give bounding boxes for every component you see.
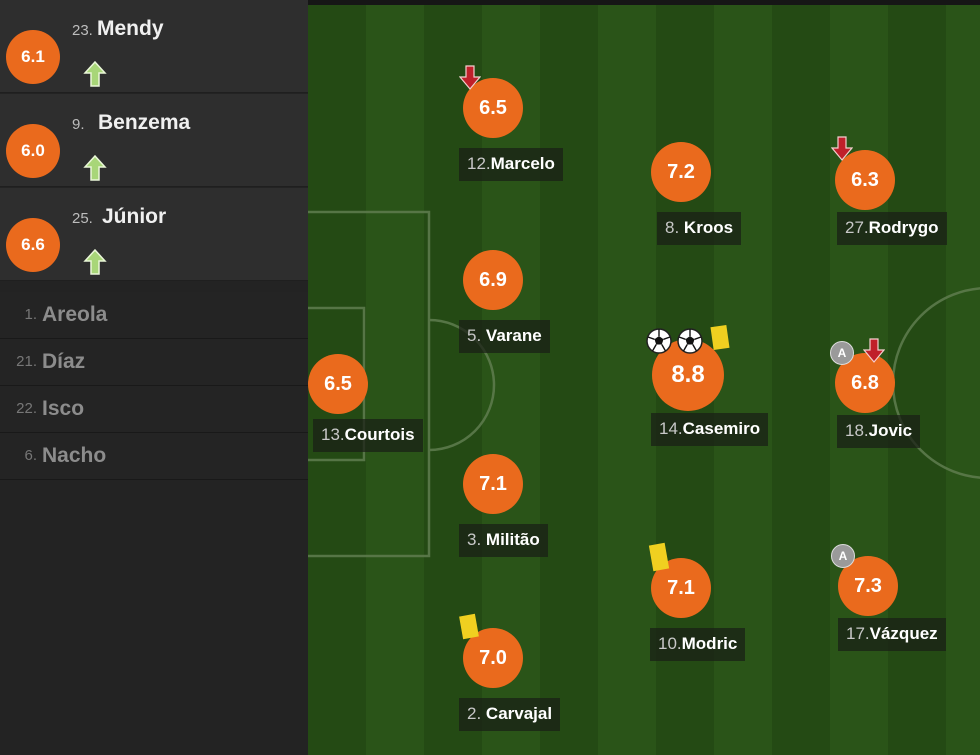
player-number: 3. bbox=[467, 530, 482, 549]
rating-badge: 7.1 bbox=[463, 454, 523, 514]
player-number: 18. bbox=[845, 421, 869, 440]
player-number: 21. bbox=[16, 353, 37, 370]
player-name: Nacho bbox=[42, 444, 107, 467]
yellow-card-icon bbox=[710, 324, 730, 351]
bench-row-diaz[interactable]: 21. Díaz bbox=[0, 339, 308, 386]
player-number: 25. bbox=[72, 210, 93, 227]
player-name: Júnior bbox=[102, 205, 167, 228]
player-name: Mendy bbox=[97, 17, 164, 40]
player-label: 17.Vázquez bbox=[838, 618, 946, 651]
player-name: Courtois bbox=[344, 425, 415, 444]
rating-badge: 7.0 bbox=[463, 628, 523, 688]
substitute-row-mendy[interactable]: 6.1 23. Mendy bbox=[0, 0, 308, 93]
player-number: 23. bbox=[72, 22, 93, 39]
pitch-top-bar bbox=[308, 0, 980, 5]
player-name: Vázquez bbox=[869, 624, 938, 643]
player-number: 5. bbox=[467, 326, 482, 345]
rating-badge: 6.3 bbox=[835, 150, 895, 210]
player-name: Carvajal bbox=[485, 704, 553, 723]
rating-badge: 7.2 bbox=[651, 142, 711, 202]
player-name: Casemiro bbox=[682, 419, 761, 438]
player-number: 14. bbox=[659, 419, 683, 438]
player-name: Militão bbox=[485, 530, 540, 549]
player-label: 3. Militão bbox=[459, 524, 548, 557]
player-number: 8. bbox=[665, 218, 680, 237]
sub-in-arrow-icon bbox=[83, 60, 107, 87]
player-name: Varane bbox=[485, 326, 542, 345]
goal-ball-icon bbox=[677, 328, 703, 354]
player-name: Areola bbox=[42, 303, 108, 326]
player-name: Díaz bbox=[42, 350, 86, 373]
player-number: 17. bbox=[846, 624, 870, 643]
rating-badge: 6.5 bbox=[463, 78, 523, 138]
rating-badge: 6.5 bbox=[308, 354, 368, 414]
rating-badge: 6.0 bbox=[6, 124, 60, 178]
assist-icon: A bbox=[831, 544, 855, 568]
player-name: Modric bbox=[681, 634, 738, 653]
player-number: 9. bbox=[72, 116, 85, 133]
sub-in-arrow-icon bbox=[83, 154, 107, 181]
player-label: 27.Rodrygo bbox=[837, 212, 947, 245]
player-label: 18.Jovic bbox=[837, 415, 921, 448]
penalty-box bbox=[308, 210, 431, 558]
player-name: Rodrygo bbox=[868, 218, 939, 237]
substitute-row-benzema[interactable]: 6.0 9. Benzema bbox=[0, 94, 308, 187]
player-label: 13.Courtois bbox=[313, 419, 423, 452]
player-label: 5. Varane bbox=[459, 320, 550, 353]
rating-badge: 6.1 bbox=[6, 30, 60, 84]
penalty-arc bbox=[428, 318, 496, 452]
player-label: 8. Kroos bbox=[657, 212, 742, 245]
sub-in-arrow-icon bbox=[83, 248, 107, 275]
player-number: 10. bbox=[658, 634, 682, 653]
player-name: Jovic bbox=[868, 421, 913, 440]
bench-row-areola[interactable]: 1. Areola bbox=[0, 292, 308, 339]
sub-out-arrow-icon bbox=[831, 136, 853, 161]
player-label: 10.Modric bbox=[650, 628, 746, 661]
player-label: 2. Carvajal bbox=[459, 698, 561, 731]
football-pitch: 6.5 13.Courtois 6.5 12.Marcelo 6.9 5. Va… bbox=[308, 0, 980, 755]
rating-badge: 6.6 bbox=[6, 218, 60, 272]
player-number: 12. bbox=[467, 154, 491, 173]
player-name: Kroos bbox=[683, 218, 734, 237]
player-number: 2. bbox=[467, 704, 482, 723]
player-label: 12.Marcelo bbox=[459, 148, 563, 181]
player-number: 27. bbox=[845, 218, 869, 237]
bench-row-nacho[interactable]: 6. Nacho bbox=[0, 433, 308, 480]
player-name: Marcelo bbox=[490, 154, 555, 173]
substitute-row-junior[interactable]: 6.6 25. Júnior bbox=[0, 188, 308, 281]
player-number: 1. bbox=[24, 306, 37, 323]
player-name: Benzema bbox=[98, 111, 191, 134]
sub-out-arrow-icon bbox=[459, 65, 481, 90]
goal-ball-icon bbox=[646, 328, 672, 354]
player-number: 22. bbox=[16, 400, 37, 417]
bench-row-isco[interactable]: 22. Isco bbox=[0, 386, 308, 433]
sub-out-arrow-icon bbox=[863, 338, 885, 363]
lineup-sidebar: 6.1 23. Mendy 6.0 9. Benzema 6.6 25. Jún… bbox=[0, 0, 308, 755]
player-name: Isco bbox=[42, 397, 85, 420]
rating-badge: 6.9 bbox=[463, 250, 523, 310]
assist-icon: A bbox=[830, 341, 854, 365]
player-label: 14.Casemiro bbox=[651, 413, 769, 446]
center-circle bbox=[891, 287, 980, 479]
player-number: 6. bbox=[24, 447, 37, 464]
player-number: 13. bbox=[321, 425, 345, 444]
